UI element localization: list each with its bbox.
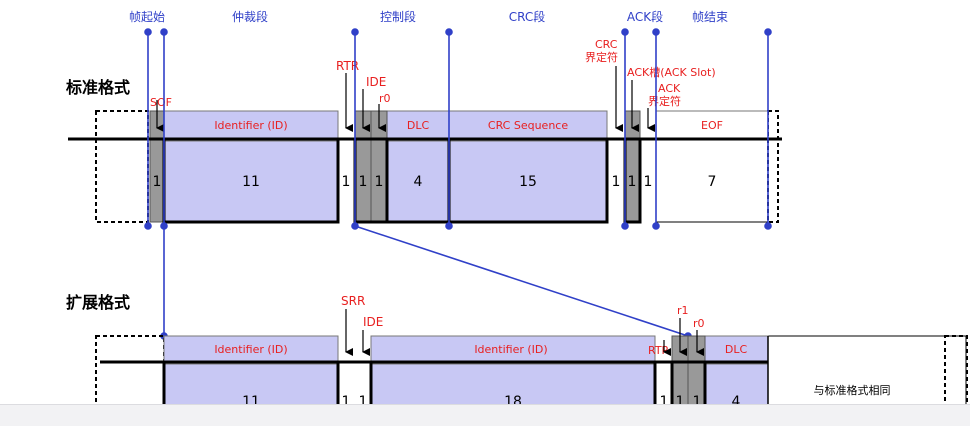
extended-field-names-row: Identifier (ID) Identifier (ID) DLC (163, 335, 769, 363)
ext-idle-right (944, 335, 968, 407)
divider-dot (144, 222, 152, 230)
ext-r1-count: 1 (676, 394, 685, 410)
ext-same-as-standard-box (767, 335, 967, 407)
divider-dot (652, 222, 660, 230)
standard-idle-left (95, 110, 149, 223)
std-crc-count: 15 (519, 174, 537, 190)
std-eof-count: 7 (708, 174, 717, 190)
ext-dlc-label: DLC (725, 343, 748, 356)
std-crc-sequence-label: CRC Sequence (488, 119, 568, 132)
std-crc-delim-annotation-2: 界定符 (585, 50, 618, 64)
header-eof: 帧结束 (692, 10, 728, 24)
ext-identifier-a-label: Identifier (ID) (214, 343, 287, 356)
divider-dot (160, 28, 168, 36)
standard-bit-row (163, 140, 608, 223)
standard-annotations: SOF RTR IDE r0 CRC 界定符 ACK槽(ACK Slot) AC… (150, 38, 716, 109)
std-ide-annotation: IDE (366, 75, 386, 89)
divider-dot (621, 222, 629, 230)
ext-rtr-annotation: RTR (648, 344, 670, 357)
std-crc-bits-box (448, 140, 608, 223)
std-ack-delim-annotation-2: 界定符 (648, 94, 681, 108)
divider-dot (445, 222, 453, 230)
header-control: 控制段 (380, 9, 416, 24)
divider-dot (445, 28, 453, 36)
std-eof-label: EOF (701, 119, 723, 132)
std-rtr-annotation: RTR (336, 59, 359, 73)
divider-dot (764, 222, 772, 230)
std-identifier-bits-box (163, 140, 339, 223)
standard-bit-values: 1 11 1 1 1 4 15 1 1 1 7 (153, 174, 717, 190)
ext-dlc-count: 4 (732, 394, 741, 410)
ext-rtr-count: 1 (660, 394, 669, 410)
std-sof-count: 1 (153, 174, 162, 190)
extended-bit-row (163, 363, 769, 407)
standard-format-title: 标准格式 (65, 78, 130, 97)
std-r0-count: 1 (375, 174, 384, 190)
std-identifier-field (163, 110, 339, 139)
extended-arrows (345, 309, 704, 356)
ext-dlc-bits-box (704, 363, 769, 407)
std-crc-sequence-field (448, 110, 608, 139)
standard-arrows (156, 66, 655, 132)
ext-identifier-b-field (370, 335, 656, 363)
header-ack: ACK段 (627, 9, 663, 24)
ext-srr-annotation: SRR (341, 294, 365, 308)
divider-dot (144, 28, 152, 36)
std-ide-count: 1 (359, 174, 368, 190)
ext-identifier-a-bits-box (163, 363, 339, 407)
std-ack-delim-count: 1 (644, 174, 653, 190)
divider-dot (764, 28, 772, 36)
divider-dot (652, 28, 660, 36)
ext-r1-annotation: r1 (677, 304, 689, 317)
ext-ide-annotation: IDE (363, 315, 383, 329)
std-ack-delim-annotation-1: ACK (658, 82, 681, 95)
ext-srr-count: 1 (342, 394, 351, 410)
ext-identifier-b-label: Identifier (ID) (474, 343, 547, 356)
std-crc-delim-annotation-1: CRC (595, 38, 618, 51)
std-crc-delim-count: 1 (612, 174, 621, 190)
standard-idle-right (767, 110, 779, 223)
ext-identifier-a-field (163, 335, 339, 363)
header-crc: CRC段 (509, 9, 546, 24)
divider-dot (621, 28, 629, 36)
extended-format-title: 扩展格式 (66, 293, 130, 312)
std-dlc-field (386, 110, 450, 139)
segment-headers: 帧起始 仲裁段 控制段 CRC段 ACK段 帧结束 (129, 9, 728, 24)
bottom-bar (0, 404, 970, 426)
ext-ide-count: 1 (359, 394, 368, 410)
ext-idle-left (95, 335, 165, 407)
divider-dot (160, 222, 168, 230)
std-ack-slot-count: 1 (628, 174, 637, 190)
std-identifier-count: 11 (242, 174, 260, 190)
standard-field-names-row: Identifier (ID) DLC CRC Sequence EOF (163, 110, 769, 139)
rtr-mapping-line (354, 225, 689, 337)
std-identifier-label: Identifier (ID) (214, 119, 287, 132)
divider-dot (351, 28, 359, 36)
ext-same-as-standard-note: 与标准格式相同 (814, 383, 891, 397)
ext-r0-count: 1 (693, 394, 702, 410)
header-arbitration: 仲裁段 (232, 9, 268, 24)
std-ack-slot-annotation: ACK槽(ACK Slot) (627, 66, 716, 79)
std-dlc-count: 4 (414, 174, 423, 190)
std-sof-annotation: SOF (150, 96, 172, 109)
header-sof: 帧起始 (129, 10, 165, 24)
std-r0-annotation: r0 (379, 92, 391, 105)
std-rtr-count: 1 (342, 174, 351, 190)
std-dlc-label: DLC (407, 119, 430, 132)
ext-r0-annotation: r0 (693, 317, 705, 330)
